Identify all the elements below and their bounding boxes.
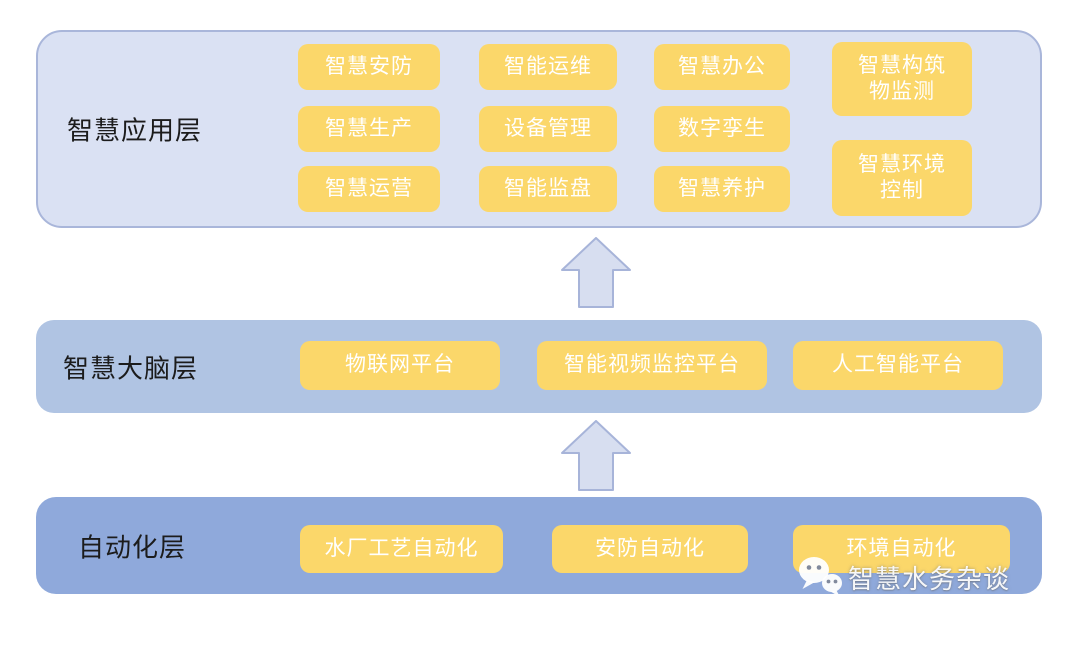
layer-smart-application: 智慧应用层 智慧安防 智慧生产 智慧运营 智能运维 设备管理 智能监盘 智慧办公…	[36, 30, 1042, 228]
automation-item: 水厂工艺自动化	[300, 525, 503, 573]
wechat-icon	[799, 557, 842, 597]
automation-item: 环境自动化	[793, 525, 1010, 573]
app-item: 智慧构筑 物监测	[832, 42, 972, 116]
app-item: 智慧安防	[298, 44, 440, 90]
app-item: 智慧办公	[654, 44, 790, 90]
app-item: 智能监盘	[479, 166, 617, 212]
app-item: 智能运维	[479, 44, 617, 90]
platform-item: 智能视频监控平台	[537, 341, 767, 390]
app-item: 智慧生产	[298, 106, 440, 152]
layer-label: 自动化层	[78, 532, 187, 562]
watermark: 智慧水务杂谈	[798, 556, 1010, 598]
platform-item: 人工智能平台	[793, 341, 1003, 390]
layer-label: 智慧大脑层	[63, 353, 199, 383]
app-item: 设备管理	[479, 106, 617, 152]
app-item: 智慧运营	[298, 166, 440, 212]
layer-automation: 自动化层 水厂工艺自动化 安防自动化 环境自动化	[36, 497, 1042, 594]
layer-smart-brain: 智慧大脑层 物联网平台 智能视频监控平台 人工智能平台	[36, 320, 1042, 413]
app-item: 数字孪生	[654, 106, 790, 152]
app-item: 智慧养护	[654, 166, 790, 212]
layer-label: 智慧应用层	[67, 115, 203, 146]
app-item: 智慧环境 控制	[832, 140, 972, 216]
up-arrow-icon	[561, 237, 631, 308]
platform-item: 物联网平台	[300, 341, 500, 390]
automation-item: 安防自动化	[552, 525, 748, 573]
watermark-text: 智慧水务杂谈	[848, 563, 1011, 594]
up-arrow-icon	[561, 420, 631, 491]
